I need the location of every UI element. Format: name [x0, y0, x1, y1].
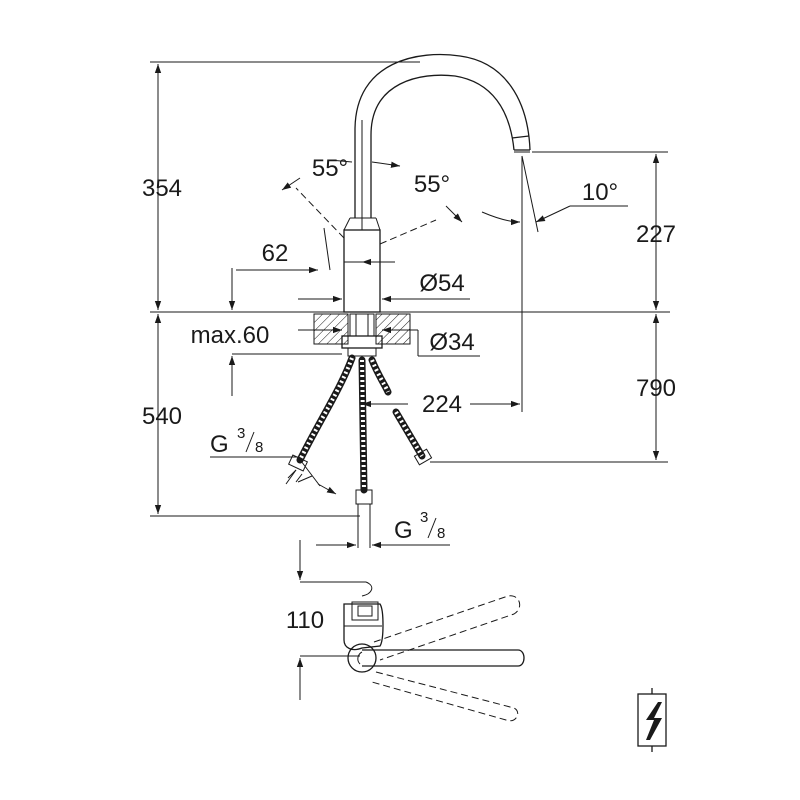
dim-790-label: 790: [636, 375, 676, 402]
dim-o54-label: Ø54: [419, 270, 464, 297]
thread-left-num: 3: [237, 425, 245, 442]
thread-left-g: G: [210, 431, 229, 458]
electrical-symbol-icon: [637, 688, 667, 752]
dim-224-label: 224: [422, 391, 462, 418]
handle-swing-angles: 55° 55°: [281, 120, 463, 271]
dim-62-label: 62: [262, 240, 289, 267]
dim-o34-label: Ø34: [429, 329, 474, 356]
top-view: 110: [286, 540, 525, 722]
faucet-spout: [354, 53, 531, 218]
thread-bottom-g: G: [394, 517, 413, 544]
thread-bottom-num: 3: [420, 509, 428, 526]
dim-227-label: 227: [636, 221, 676, 248]
thread-bottom-den: 8: [437, 525, 445, 542]
thread-left: G 3 8: [210, 425, 337, 495]
dim-spray-angle: 10°: [481, 155, 628, 233]
dim-354-label: 354: [142, 175, 182, 202]
faucet-body: [343, 217, 395, 313]
dim-227: 227: [532, 151, 676, 310]
angle-right-label: 55°: [414, 171, 450, 198]
dim-max60-label: max.60: [191, 322, 270, 349]
thread-left-den: 8: [255, 439, 263, 456]
dim-540-label: 540: [142, 403, 182, 430]
thread-bottom: G 3 8: [316, 509, 450, 549]
angle-left-label: 55°: [312, 155, 348, 182]
dim-110-label: 110: [286, 607, 324, 634]
dim-790: 790: [430, 314, 676, 463]
dim-o54: Ø54: [298, 270, 470, 303]
dim-354: 354: [142, 61, 420, 310]
dim-224: 224: [362, 156, 523, 418]
deck-section: Ø34: [298, 313, 480, 357]
dim-62: 62: [236, 240, 395, 274]
angle-spray-label: 10°: [582, 179, 618, 206]
supply-hoses: [285, 354, 433, 548]
dim-max60: max.60: [191, 268, 342, 396]
